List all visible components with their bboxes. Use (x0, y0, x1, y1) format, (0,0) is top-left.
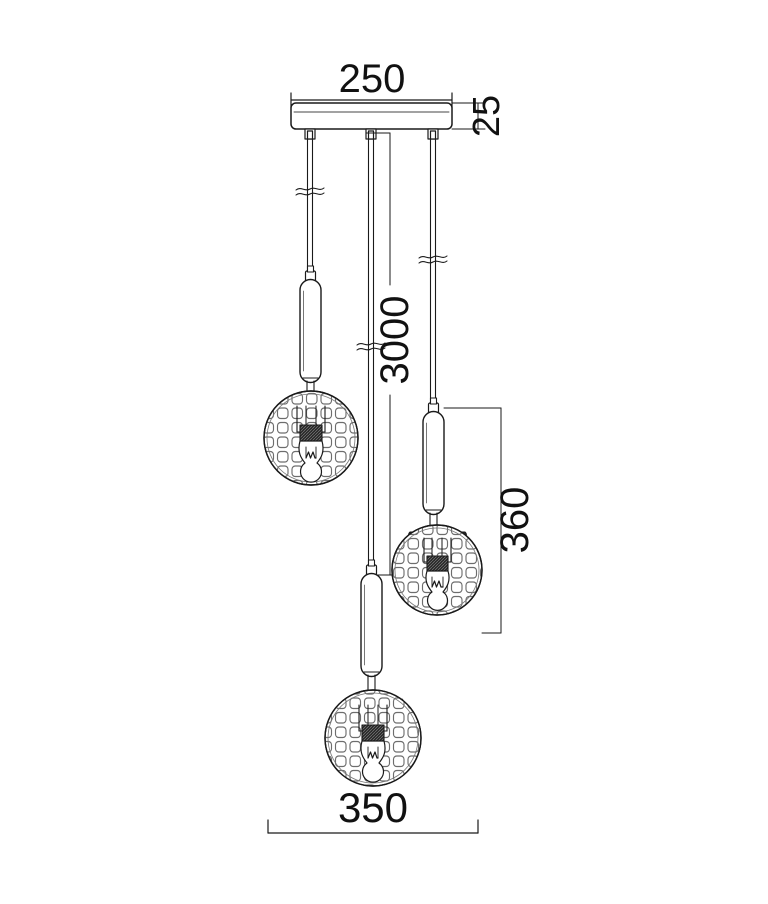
pendant-bottom (324, 559, 422, 787)
pendant-left-bulb (296, 405, 326, 483)
dimension-label-3000: 3000 (373, 296, 417, 385)
pendant-middle (391, 397, 483, 616)
dimension-plate-thickness (451, 102, 486, 130)
pendant-bottom-bulb (358, 704, 388, 783)
cable-middle (356, 138, 386, 572)
pendant-left-body (299, 278, 322, 384)
cable-left (295, 138, 325, 278)
pendant-bottom-body (360, 572, 383, 678)
cable-break-symbol-right (418, 255, 448, 264)
pendant-left (263, 265, 359, 486)
pendant-middle-body (422, 410, 445, 516)
pendant-bottom-neck (365, 559, 378, 576)
dimension-label-360: 360 (493, 487, 537, 554)
cable-break-symbol-left (295, 187, 325, 196)
ceiling-plate (290, 102, 453, 140)
dimension-cluster-spread (267, 819, 479, 834)
cable-right (418, 138, 448, 410)
cable-break-symbol-middle (356, 342, 386, 351)
dimension-label-250: 250 (339, 57, 406, 101)
cable-connectors (304, 128, 439, 140)
pendant-middle-bulb (423, 537, 452, 611)
pendant-middle-neck (427, 397, 440, 414)
pendant-left-neck (304, 265, 317, 282)
dimension-stagger-height (443, 407, 502, 634)
dimension-label-25: 25 (466, 95, 508, 137)
dimension-plate-width (290, 92, 453, 108)
dimension-label-350: 350 (338, 784, 408, 831)
